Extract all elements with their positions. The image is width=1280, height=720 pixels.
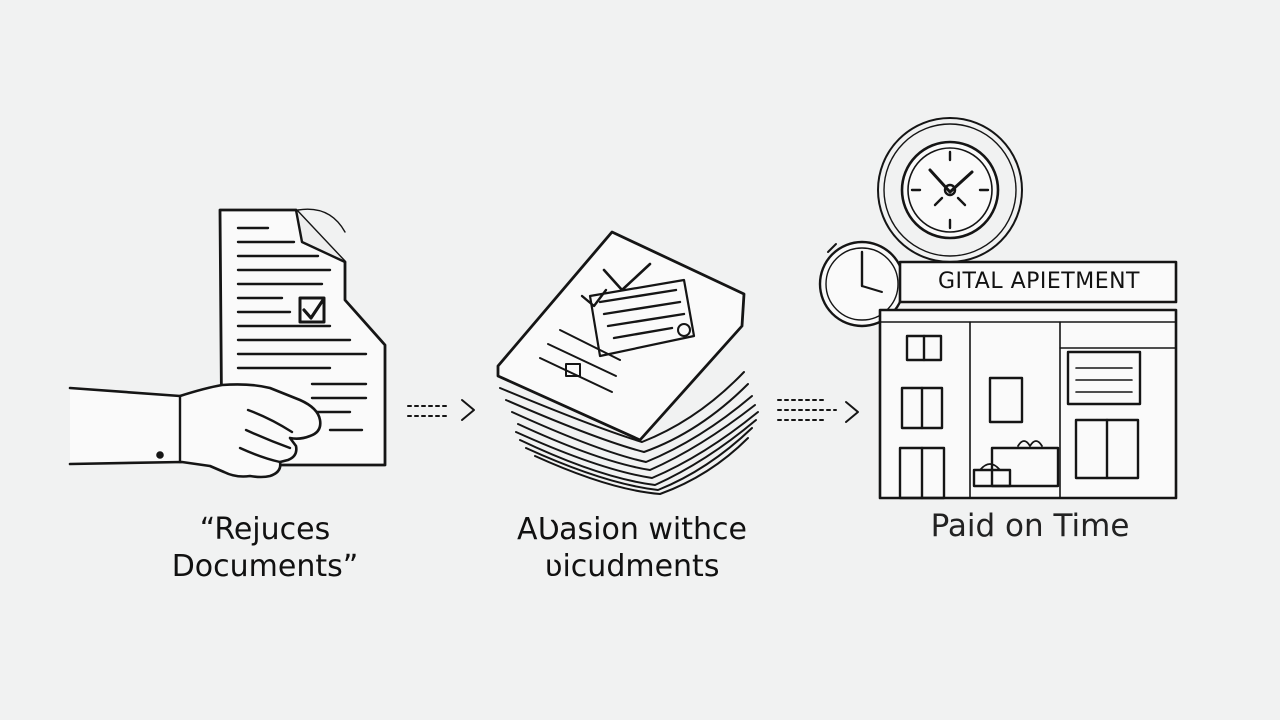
step-1-caption-line-1: “Rejuces — [199, 512, 331, 547]
step-2-caption-line-2: ʋicudments — [544, 548, 720, 584]
step-1-caption-line-2: Documents” — [171, 548, 359, 584]
arrow-icon — [777, 399, 859, 423]
arrow-icon — [407, 399, 475, 421]
step-1-caption: “Rejuces Documents” — [130, 512, 400, 585]
building-icon — [878, 260, 1178, 500]
hand-icon — [68, 383, 322, 479]
step-3-caption: Paid on Time — [900, 508, 1160, 546]
checkbox-icon — [298, 296, 326, 324]
step-2-caption-line-1: AƲasion withce — [517, 512, 747, 547]
clock-icon — [877, 117, 1023, 263]
step-2-caption: AƲasion withce ʋicudments — [492, 512, 772, 585]
paper-stack-icon — [496, 230, 759, 495]
building-sign: GITAL APIETMENT — [938, 269, 1140, 294]
step-3-caption-line-1: Paid on Time — [930, 508, 1130, 544]
